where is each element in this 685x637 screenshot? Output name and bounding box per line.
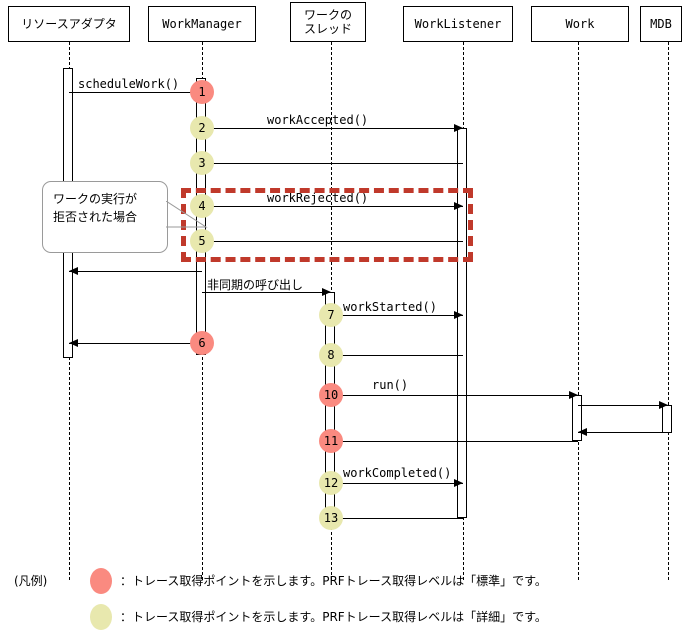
participant-work: Work — [531, 6, 629, 42]
trace-point-number: 5 — [198, 234, 206, 248]
trace-point-number: 1 — [198, 85, 206, 99]
legend-standard-dot — [90, 568, 112, 594]
msg-workcompleted-line — [331, 483, 463, 484]
trace-point-7: 7 — [319, 303, 343, 327]
msg-workrejected-line — [202, 206, 463, 207]
msg-workstarted-line — [331, 315, 463, 316]
msg-workstarted-arrowhead — [454, 311, 463, 319]
trace-point-number: 11 — [323, 434, 339, 448]
legend-detail-text: ：トレース取得ポイントを示します。PRFトレース取得レベルは「詳細」です。 — [120, 610, 547, 624]
trace-point-1: 1 — [190, 80, 214, 104]
trace-point-4: 4 — [190, 194, 214, 218]
msg-workrejected-arrowhead — [454, 202, 463, 210]
msg-return-worksubmit-line — [69, 343, 202, 344]
msg-return-schedule-arrowhead — [69, 267, 78, 275]
msg-run-label: run() — [372, 378, 409, 392]
msg-return-rejected-line — [202, 241, 463, 242]
activation-work-listener — [457, 128, 467, 518]
participant-resource-adapter: リソースアダプタ — [8, 6, 130, 42]
msg-run-line — [331, 395, 578, 396]
note-text: ワークの実行が 拒否された場合 — [53, 192, 138, 224]
msg-return-worksubmit-arrowhead — [69, 339, 78, 347]
activation-mdb — [662, 405, 672, 433]
participant-label: WorkManager — [162, 17, 242, 31]
msg-mdb-return-arrowhead — [578, 428, 587, 436]
msg-run-arrowhead — [569, 391, 578, 399]
trace-point-10: 10 — [319, 383, 343, 407]
msg-async-call-label: 非同期の呼び出し — [207, 278, 304, 292]
msg-workaccepted-label: workAccepted() — [267, 113, 369, 127]
msg-mdb-call-arrowhead — [659, 401, 668, 409]
participant-work-listener: WorkListener — [403, 6, 513, 42]
trace-point-number: 2 — [198, 121, 206, 135]
msg-return-accepted-line — [202, 163, 463, 164]
msg-schedulework-line — [69, 92, 202, 93]
legend-detail-dot — [90, 604, 112, 630]
participant-label: WorkListener — [414, 17, 502, 31]
msg-workcompleted-arrowhead — [454, 479, 463, 487]
trace-point-8: 8 — [319, 343, 343, 367]
legend-standard-text: ：トレース取得ポイントを示します。PRFトレース取得レベルは「標準」です。 — [120, 574, 547, 588]
msg-async-call-line — [202, 292, 331, 293]
legend-caption: (凡例) — [14, 574, 48, 588]
trace-point-12: 12 — [319, 471, 343, 495]
participant-mdb: MDB — [640, 6, 682, 42]
msg-run-return-line — [331, 441, 578, 442]
trace-point-13: 13 — [319, 506, 343, 530]
participant-label: MDB — [650, 17, 672, 31]
trace-point-number: 10 — [323, 388, 339, 402]
trace-point-number: 13 — [323, 511, 339, 525]
trace-point-number: 12 — [323, 476, 339, 490]
trace-point-5: 5 — [190, 229, 214, 253]
msg-workaccepted-line — [202, 128, 463, 129]
participant-label: ワークの スレッド — [303, 8, 352, 36]
trace-point-number: 7 — [327, 308, 335, 322]
trace-point-number: 8 — [327, 348, 335, 362]
trace-point-3: 3 — [190, 151, 214, 175]
lifeline-mdb — [668, 42, 669, 580]
trace-point-11: 11 — [319, 429, 343, 453]
msg-workcompleted-label: workCompleted() — [343, 466, 452, 480]
participant-label: Work — [565, 17, 595, 31]
msg-schedulework-label: scheduleWork() — [78, 77, 180, 91]
msg-mdb-call-line — [578, 405, 668, 406]
msg-workstarted-label: workStarted() — [343, 300, 437, 314]
msg-return-started-line — [331, 355, 463, 356]
msg-return-schedule-line — [69, 271, 202, 272]
msg-async-call-arrowhead — [322, 288, 331, 296]
participant-work-manager: WorkManager — [148, 6, 256, 42]
note-pointer — [165, 200, 208, 245]
msg-return-completed-line — [331, 518, 463, 519]
trace-point-number: 6 — [198, 336, 206, 350]
trace-point-6: 6 — [190, 331, 214, 355]
trace-point-number: 4 — [198, 199, 206, 213]
msg-mdb-return-line — [578, 432, 668, 433]
participant-label: リソースアダプタ — [21, 17, 117, 31]
trace-point-number: 3 — [198, 156, 206, 170]
msg-workaccepted-arrowhead — [454, 124, 463, 132]
trace-point-2: 2 — [190, 116, 214, 140]
msg-workrejected-label: workRejected() — [267, 191, 369, 205]
lifeline-work — [578, 42, 579, 580]
note-rejected-case: ワークの実行が 拒否された場合 — [42, 181, 168, 253]
participant-work-thread: ワークの スレッド — [290, 2, 366, 42]
